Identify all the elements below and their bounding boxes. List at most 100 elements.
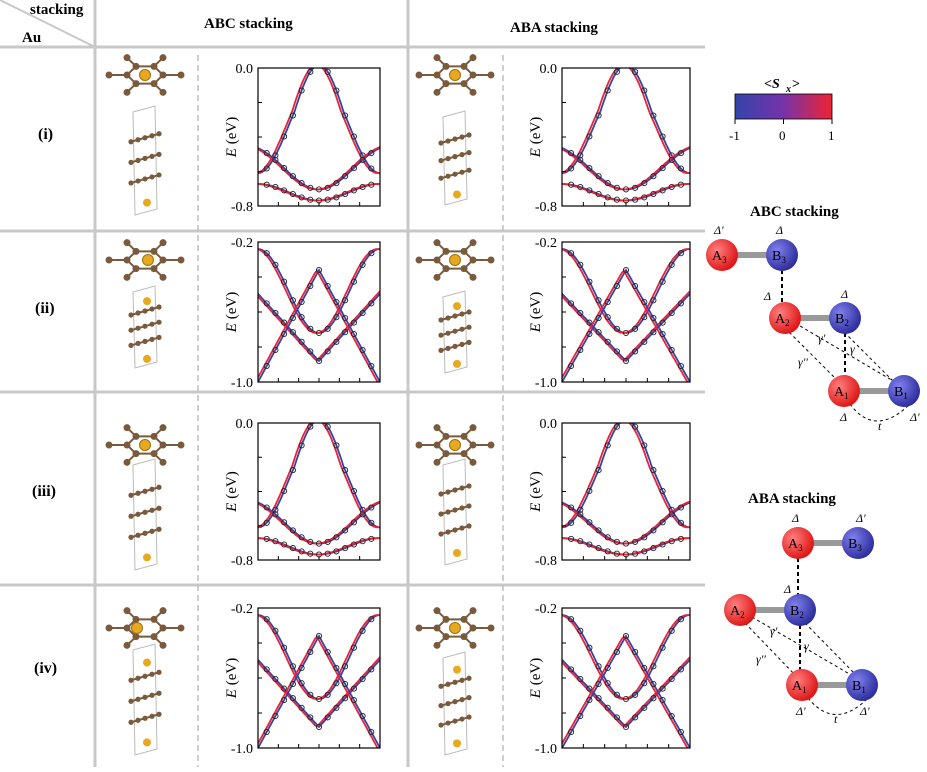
dft-point [289,190,296,198]
atom-c [135,490,141,496]
atom-c [438,722,444,728]
dft-point [272,261,279,268]
atom-c [469,441,477,449]
dft-point [324,68,331,75]
unit-cell-box [442,458,468,566]
band-line-red [258,269,379,382]
atom-c [442,615,450,623]
dft-point [595,680,602,688]
dft-point [595,695,602,702]
svg-text:γ: γ [804,639,809,653]
atom-c [135,178,141,184]
atom-au [143,738,151,747]
atom-c [123,607,131,615]
atom-c [142,673,148,679]
dft-point [577,152,584,159]
atom-c [128,492,134,498]
dft-point [368,165,375,172]
dft-point [659,696,666,704]
atom-c [452,136,458,142]
dft-point [368,666,375,673]
atom-c [156,669,162,675]
dft-point [577,506,584,513]
dft-point [333,704,340,711]
atom-c [132,633,140,641]
band-line-red [562,423,690,529]
dft-point [577,675,584,683]
dft-point [315,186,323,193]
dft-point [568,181,575,188]
atom-c [438,347,444,353]
dft-point [272,152,279,159]
band-line-blue [562,659,690,729]
atom-c [123,239,131,247]
unit-cell-box [132,285,158,369]
atom-c [128,342,134,348]
dft-point [632,68,639,75]
dft-point [677,150,684,157]
dft-point [586,133,593,140]
dft-point [613,282,620,290]
atom-c [438,140,444,146]
dft-point [613,68,620,75]
atom-c [128,327,134,333]
band-line-blue [258,68,380,175]
atom-c [128,677,134,683]
dft-point [298,534,305,541]
colorbar-max: 1 [828,128,835,143]
dft-point [315,540,323,547]
dft-point [604,298,611,306]
row-label-iv: (iv) [34,660,58,677]
dft-point [307,325,314,332]
dft-point [324,538,331,545]
y-axis-label: E (eV) [528,117,544,158]
dft-point [263,181,270,188]
dft-point [650,527,657,534]
dft-point [586,319,593,326]
y-tick-max: -0.2 [231,236,253,251]
atom-c [128,312,134,318]
atom-c [135,325,141,331]
dft-point [632,648,639,656]
band-line-red [258,68,380,175]
dft-point [350,644,357,651]
dft-point [586,541,593,548]
dft-point [613,423,620,430]
plot-frame [257,422,381,561]
dft-point [604,87,611,94]
dft-point [263,362,270,370]
atom-c [459,485,465,491]
atom-c [105,71,113,79]
dft-point [659,165,666,172]
atom-c [123,273,131,281]
atom-c [156,304,162,310]
atom-c [469,239,477,247]
atom-au [143,553,151,562]
atom-au [449,622,461,634]
dft-point [324,184,331,191]
y-axis-label: E (eV) [224,117,240,158]
dft-point [668,156,675,164]
dft-point [350,133,357,140]
atom-c [150,80,158,88]
dft-point [298,314,305,321]
dft-point [668,183,675,191]
atom-c [135,532,141,538]
dft-point [659,644,666,651]
diagram-abc-title: ABC stacking [750,204,839,220]
dft-point [641,194,648,201]
atom-c [149,671,155,677]
dft-point [315,632,323,640]
band-line-blue [258,268,380,382]
atom-c [156,172,162,178]
atom-c [466,675,472,681]
atom-c [156,319,162,325]
dft-point [350,319,357,326]
atom-c [445,529,451,535]
dft-point [622,186,630,193]
atom-c [177,441,185,449]
y-axis-label: E (eV) [224,292,240,333]
dft-point [668,346,675,354]
atom-c [177,624,185,632]
dft-point [342,297,349,304]
